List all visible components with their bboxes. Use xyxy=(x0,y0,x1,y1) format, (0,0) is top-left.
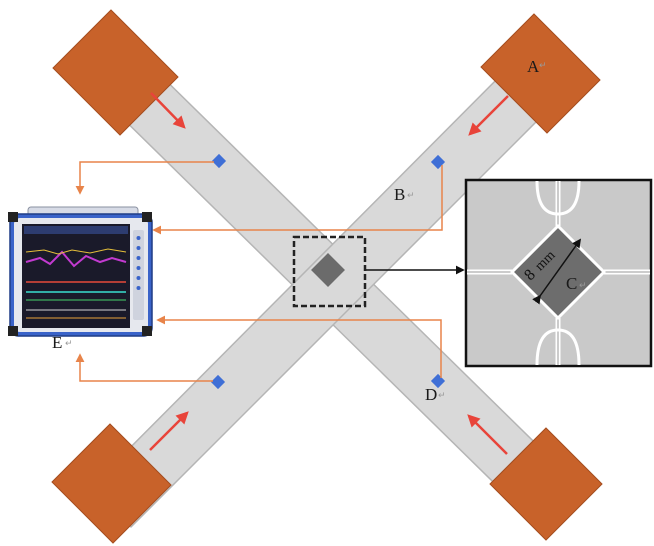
label-d: D xyxy=(425,385,437,404)
detail-zoom-panel xyxy=(464,178,653,368)
anchor-block-top-right xyxy=(480,13,601,134)
return-mark: ↵ xyxy=(407,191,415,201)
junction-square xyxy=(311,253,345,287)
dimension-arrow xyxy=(532,238,582,305)
anchor-block-top-left xyxy=(52,9,179,136)
junction-highlight-box xyxy=(292,235,367,308)
load-arrow-top-left xyxy=(150,92,186,129)
return-mark: ↵ xyxy=(438,391,446,401)
load-arrow-bottom-right xyxy=(467,414,508,455)
load-arrow-top-right xyxy=(468,95,509,136)
label-b: B xyxy=(394,185,405,204)
anchor-block-bottom-left xyxy=(51,423,172,544)
wire-top-left xyxy=(75,161,214,195)
wire-bottom-right xyxy=(156,315,442,378)
return-mark: ↵ xyxy=(579,281,587,291)
data-acquisition-instrument-icon xyxy=(8,206,153,337)
return-mark: ↵ xyxy=(65,339,73,349)
label-a: A xyxy=(527,57,540,76)
return-mark: ↵ xyxy=(539,61,547,71)
label-e: E xyxy=(52,333,62,352)
wire-bottom-left xyxy=(75,353,213,382)
wire-top-right xyxy=(152,165,443,235)
signal-wires xyxy=(75,161,443,382)
strain-gauge-icon xyxy=(211,153,227,169)
strain-gauge-icon xyxy=(210,374,226,390)
anchor-block-bottom-right xyxy=(489,427,603,541)
label-c: C xyxy=(566,274,577,293)
load-arrow-bottom-left xyxy=(149,411,189,451)
